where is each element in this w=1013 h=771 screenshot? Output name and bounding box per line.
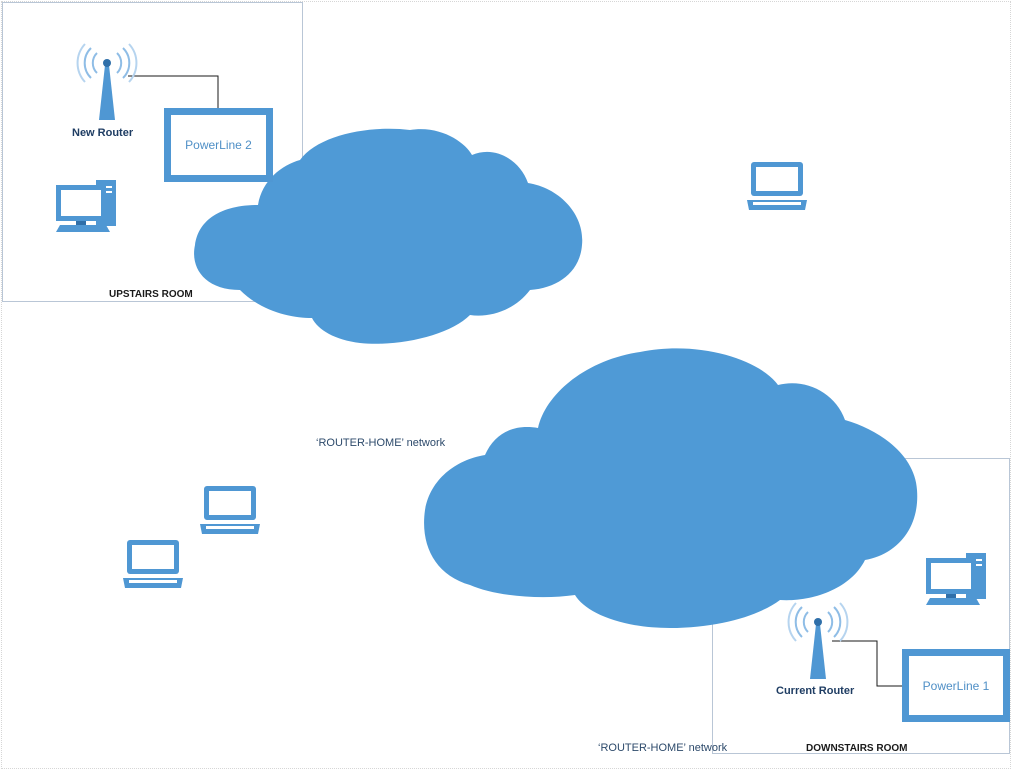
laptop-icon: [747, 162, 807, 210]
new-router-label: New Router: [72, 127, 134, 139]
desktop-computer-icon: [926, 553, 986, 605]
network-label-lower: ‘ROUTER-HOME’ network: [598, 742, 728, 754]
powerline-1-adapter: PowerLine 1: [902, 649, 1010, 722]
network-label-upper: ‘ROUTER-HOME’ network: [316, 437, 446, 449]
laptop-icon: [123, 540, 183, 588]
powerline-1-label: PowerLine 1: [922, 678, 990, 693]
current-router-label: Current Router: [776, 685, 855, 697]
network-cloud-lower: [424, 348, 918, 628]
wifi-router-icon: [787, 602, 849, 679]
connector-current-router-powerline-1: [832, 640, 903, 687]
powerline-2-adapter: PowerLine 2: [164, 108, 273, 182]
network-cloud-upper: [194, 128, 583, 344]
desktop-computer-icon: [56, 180, 116, 232]
upstairs-room-label: UPSTAIRS ROOM: [109, 289, 193, 300]
laptop-icon: [200, 486, 260, 534]
downstairs-room-label: DOWNSTAIRS ROOM: [806, 743, 908, 754]
powerline-2-label: PowerLine 2: [185, 138, 252, 152]
wifi-router-icon: [76, 43, 138, 120]
connector-new-router-powerline-2: [128, 75, 219, 110]
